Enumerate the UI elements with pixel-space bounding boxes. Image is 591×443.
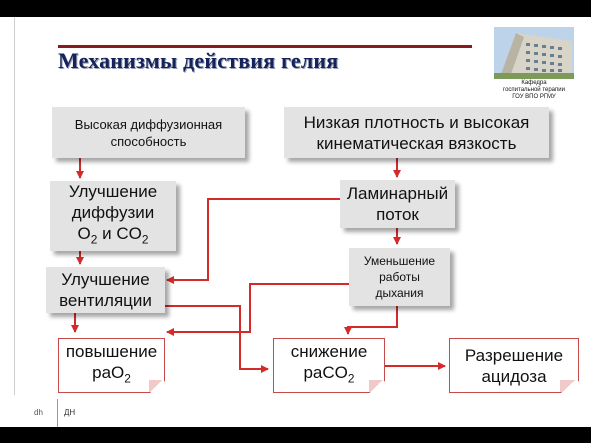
- box-line: Уменьшение: [363, 254, 436, 268]
- top-black-bar: [0, 0, 591, 17]
- logo-caption: Кафедра госпитальной терапии ГОУ ВПО РГМ…: [487, 80, 581, 101]
- box-line: способность: [110, 133, 187, 149]
- logo-caption-line: Кафедра: [521, 80, 547, 86]
- left-divider-line: [14, 17, 15, 395]
- box-high-diffusion: Высокая диффузионная способность: [52, 107, 245, 158]
- box-reduced-work: Уменьшение работы дыхания: [349, 248, 450, 306]
- paco2-formula: paCO2: [303, 363, 355, 386]
- arrow-laminar-to-ventilation: [166, 198, 340, 284]
- box-line: поток: [376, 205, 419, 224]
- logo-caption-line: ГОУ ВПО РГМУ: [512, 94, 556, 100]
- department-building-logo: [494, 27, 574, 99]
- page-fold: [149, 380, 164, 392]
- box-line: вентиляции: [59, 291, 152, 310]
- title-rule: [58, 45, 472, 48]
- box-line: Низкая плотность и высокая: [303, 112, 530, 132]
- footer-separator: [57, 399, 58, 427]
- box-line: Высокая диффузионная: [74, 116, 223, 132]
- note-line: ацидоза: [481, 366, 547, 386]
- box-line: Ламинарный: [346, 184, 449, 203]
- box-line: Улучшение: [61, 270, 150, 289]
- box-laminar-flow: Ламинарный поток: [340, 180, 455, 228]
- box-line: работы: [379, 270, 420, 284]
- note-paco2-decrease: снижение paCO2: [273, 338, 385, 393]
- footer-symbol: dh: [34, 408, 43, 417]
- page-fold: [560, 380, 578, 392]
- page-fold: [368, 380, 384, 392]
- note-line: Разрешение: [464, 345, 564, 365]
- box-line: дыхания: [375, 286, 424, 300]
- note-line: повышение: [65, 342, 158, 362]
- logo-caption-line: госпитальной терапии: [503, 87, 565, 93]
- note-acidosis-resolution: Разрешение ацидоза: [449, 338, 579, 393]
- arrow-reduced-work-to-pao2: [166, 283, 351, 336]
- box-improved-ventilation: Улучшение вентиляции: [46, 267, 165, 313]
- arrow-reduced-work-to-paco2: [344, 306, 398, 335]
- building-icon: [494, 27, 574, 79]
- box-line: кинематическая вязкость: [316, 133, 517, 153]
- note-line: снижение: [290, 342, 368, 362]
- box-line: Улучшение: [68, 182, 158, 202]
- gas-formula: O2 и CO2: [77, 224, 149, 247]
- bottom-black-bar: [0, 427, 591, 443]
- footer-text: ДН: [64, 408, 76, 417]
- pao2-formula: paO2: [92, 363, 131, 386]
- arrow-ventilation-to-paco2: [165, 305, 269, 373]
- box-line: диффузии: [71, 203, 155, 223]
- box-low-density: Низкая плотность и высокая кинематическа…: [284, 107, 549, 158]
- box-improved-diffusion: Улучшение диффузии O2 и CO2: [50, 181, 176, 251]
- note-pao2-increase: повышение paO2: [58, 338, 165, 393]
- slide-title: Механизмы действия гелия: [58, 48, 339, 73]
